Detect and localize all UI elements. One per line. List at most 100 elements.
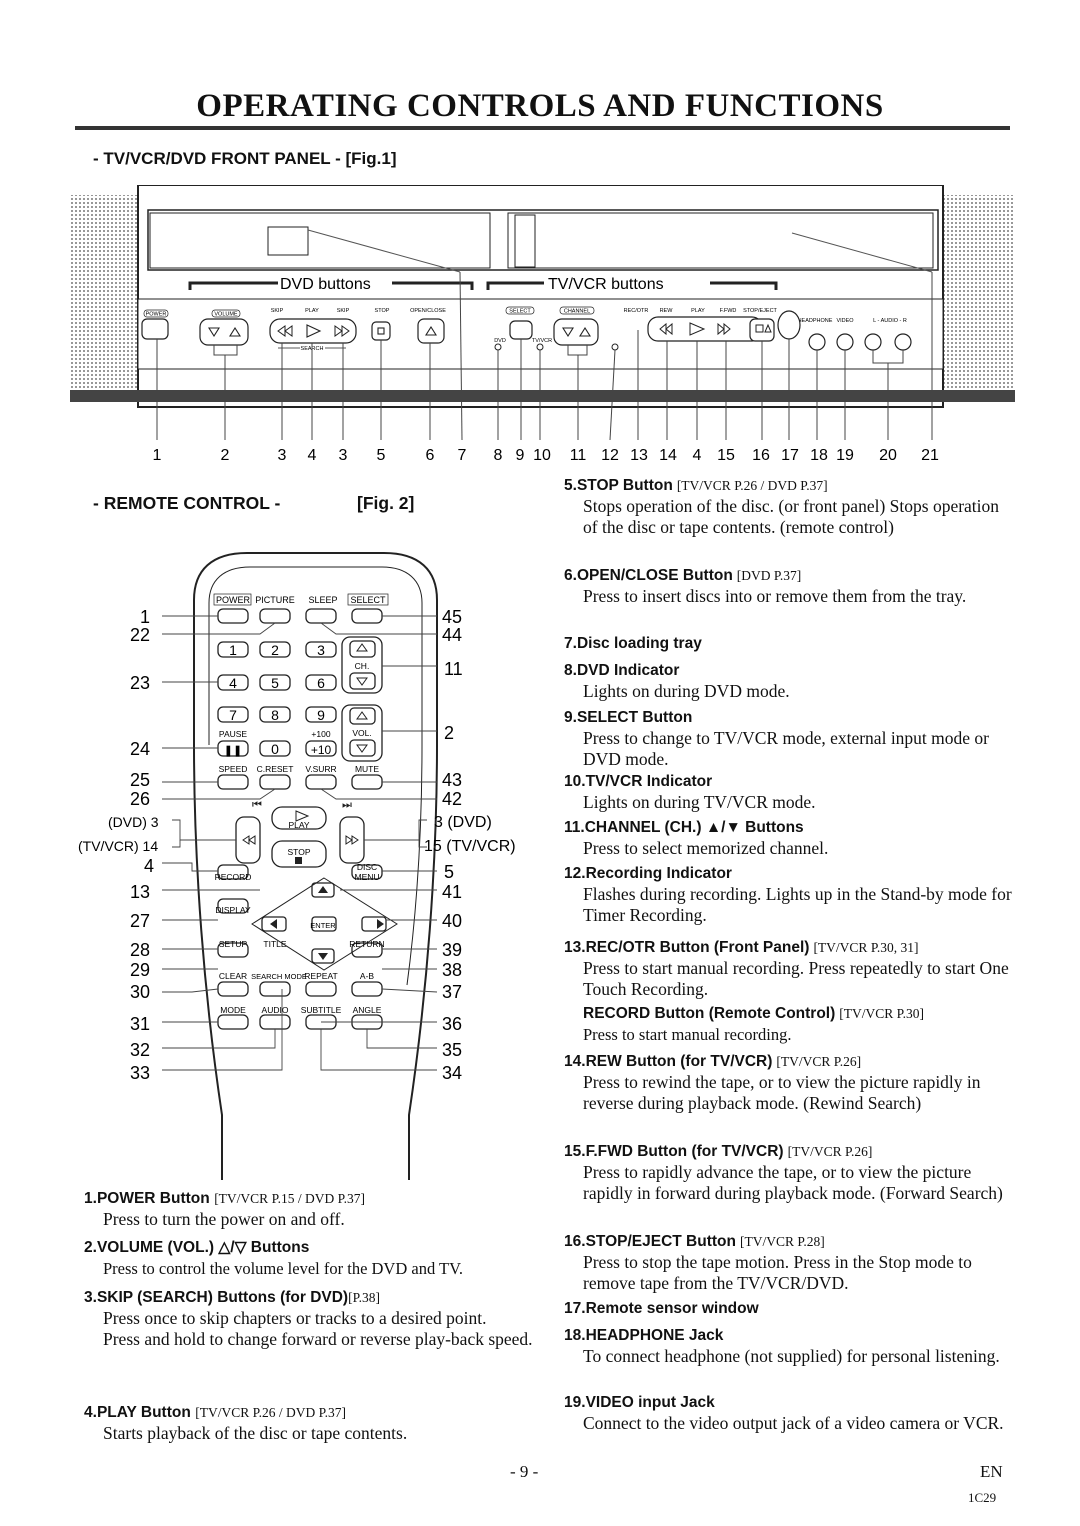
svg-text:26: 26 — [130, 789, 150, 809]
svg-text:ANGLE: ANGLE — [353, 1005, 382, 1015]
svg-text:4: 4 — [308, 447, 317, 464]
title-rule — [75, 126, 1010, 130]
item-skip: 3.SKIP (SEARCH) Buttons (for DVD)[P.38] … — [84, 1289, 533, 1349]
svg-text:12: 12 — [601, 447, 619, 464]
item-description: To connect headphone (not supplied) for … — [583, 1346, 1000, 1366]
item-description: Stops operation of the disc. (or front p… — [583, 496, 1000, 537]
item-heading: TV/VCR Indicator — [585, 773, 713, 790]
svg-text:VOL.: VOL. — [352, 728, 371, 738]
svg-text:42: 42 — [442, 789, 462, 809]
svg-text:1: 1 — [229, 642, 237, 658]
svg-text:6: 6 — [317, 675, 325, 691]
item-description: Flashes during recording. Lights up in t… — [583, 884, 1012, 925]
svg-text:SLEEP: SLEEP — [308, 595, 337, 605]
item-description: Connect to the video output jack of a vi… — [583, 1413, 1004, 1433]
item-description: Press to stop the tape motion. Press in … — [583, 1252, 972, 1293]
svg-text:MODE: MODE — [220, 1005, 246, 1015]
svg-text:32: 32 — [130, 1040, 150, 1060]
right-item: RECORD Button (Remote Control)[TV/VCR P.… — [564, 1003, 1014, 1045]
svg-text:SELECT: SELECT — [350, 595, 386, 605]
svg-text:DISPLAY: DISPLAY — [215, 905, 251, 915]
svg-text:VIDEO: VIDEO — [836, 318, 854, 324]
svg-text:43: 43 — [442, 770, 462, 790]
svg-text:34: 34 — [442, 1063, 462, 1083]
svg-text:TV/VCR: TV/VCR — [532, 338, 552, 344]
svg-text:7: 7 — [229, 707, 237, 723]
right-item: 14.REW Button (for TV/VCR)[TV/VCR P.26]P… — [564, 1051, 1014, 1114]
svg-text:STOP/EJECT: STOP/EJECT — [743, 308, 777, 314]
svg-text:13: 13 — [130, 882, 150, 902]
svg-text:3: 3 — [278, 447, 287, 464]
svg-text:STOP: STOP — [288, 847, 311, 857]
svg-text:REPEAT: REPEAT — [304, 971, 337, 981]
item-volume: 2.VOLUME (VOL.) △/▽ Buttons Press to con… — [84, 1239, 464, 1278]
item-heading: STOP Button — [576, 477, 673, 494]
svg-text:PLAY: PLAY — [305, 308, 319, 314]
svg-text:STOP: STOP — [375, 308, 390, 314]
svg-text:AUDIO: AUDIO — [262, 1005, 289, 1015]
item-heading: CHANNEL (CH.) ▲/▼ Buttons — [584, 819, 804, 836]
svg-text:4: 4 — [693, 447, 702, 464]
svg-text:2: 2 — [271, 642, 279, 658]
item-power: 1.POWER Button [TV/VCR P.15 / DVD P.37] … — [84, 1190, 365, 1229]
item-play: 4.PLAY Button [TV/VCR P.26 / DVD P.37] S… — [84, 1404, 408, 1443]
svg-text:RECORD: RECORD — [215, 872, 252, 882]
svg-text:+100: +100 — [311, 729, 330, 739]
svg-text:HEADPHONE: HEADPHONE — [798, 318, 833, 324]
item-heading: F.FWD Button (for TV/VCR) — [585, 1143, 784, 1160]
svg-text:30: 30 — [130, 982, 150, 1002]
tvvcr-buttons-label: TV/VCR buttons — [548, 276, 664, 293]
svg-text:41: 41 — [442, 882, 462, 902]
svg-text:31: 31 — [130, 1014, 150, 1034]
svg-text:19: 19 — [836, 447, 854, 464]
item-heading: REC/OTR Button (Front Panel) — [585, 939, 810, 956]
lang-label: EN — [980, 1462, 1003, 1481]
svg-text:MUTE: MUTE — [355, 764, 379, 774]
svg-text:10: 10 — [533, 447, 551, 464]
item-description: Press to change to TV/VCR mode, external… — [583, 728, 989, 769]
item-heading: Recording Indicator — [585, 865, 732, 882]
item-number: 9. — [564, 709, 577, 726]
svg-text:PLAY: PLAY — [288, 820, 309, 830]
item-description: Press to rapidly advance the tape, or to… — [583, 1162, 1003, 1203]
item-page-ref: [TV/VCR P.28] — [739, 1234, 825, 1249]
item-number: 16. — [564, 1233, 586, 1250]
svg-text:11: 11 — [444, 659, 463, 679]
right-item: 15.F.FWD Button (for TV/VCR)[TV/VCR P.26… — [564, 1141, 1014, 1204]
svg-text:39: 39 — [442, 940, 462, 960]
svg-text:1: 1 — [140, 607, 150, 627]
right-item: 7.Disc loading tray — [564, 633, 1014, 654]
item-heading: SELECT Button — [576, 709, 693, 726]
svg-text:⏭: ⏭ — [342, 798, 352, 811]
svg-text:29: 29 — [130, 960, 150, 980]
svg-text:27: 27 — [130, 911, 150, 931]
svg-text:POWER: POWER — [146, 312, 167, 318]
svg-text:OPEN/CLOSE: OPEN/CLOSE — [410, 308, 446, 314]
svg-text:5: 5 — [377, 447, 386, 464]
page-title: OPERATING CONTROLS AND FUNCTIONS — [196, 88, 884, 124]
item-heading: HEADPHONE Jack — [585, 1327, 724, 1344]
svg-text:PICTURE: PICTURE — [255, 595, 295, 605]
item-page-ref: [TV/VCR P.26] — [776, 1054, 862, 1069]
doc-code: 1C29 — [968, 1490, 997, 1505]
svg-text:PLAY: PLAY — [691, 308, 705, 314]
svg-text:4: 4 — [144, 856, 154, 876]
svg-text:36: 36 — [442, 1014, 462, 1034]
item-page-ref: [TV/VCR P.30] — [839, 1006, 925, 1021]
item-heading: STOP/EJECT Button — [585, 1233, 736, 1250]
item-heading: OPEN/CLOSE Button — [576, 567, 733, 584]
svg-text:F.FWD: F.FWD — [720, 308, 737, 314]
item-page-ref: [TV/VCR P.30, 31] — [813, 940, 919, 955]
svg-text:3: 3 — [339, 447, 348, 464]
front-panel-figure: DVD buttons TV/VCR buttons POWER VOLUME … — [70, 185, 1015, 464]
svg-text:17: 17 — [781, 447, 799, 464]
item-number: 14. — [564, 1053, 586, 1070]
svg-text:REW: REW — [660, 308, 674, 314]
svg-text:1: 1 — [153, 447, 162, 464]
